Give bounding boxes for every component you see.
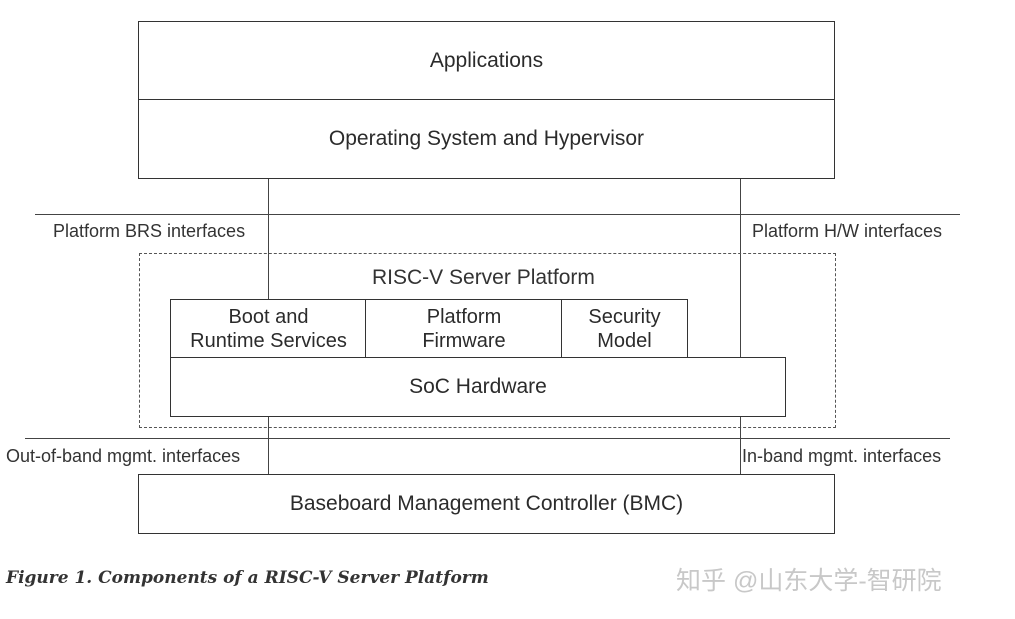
boot-line-2: Runtime Services [190, 330, 347, 352]
in-band-connector-line [740, 417, 741, 474]
soc-hardware-label: SoC Hardware [409, 375, 547, 399]
server-platform-boundary [139, 253, 836, 428]
boot-line-1: Boot and [228, 306, 309, 328]
server-platform-label: RISC-V Server Platform [372, 266, 595, 289]
out-of-band-connector-line [268, 417, 269, 474]
brs-connector-line [268, 179, 269, 300]
security-model-box: Security Model [561, 299, 688, 359]
os-hypervisor-box: Operating System and Hypervisor [138, 99, 835, 179]
watermark: 知乎 @山东大学-智研院 [676, 567, 942, 595]
bmc-label: Baseboard Management Controller (BMC) [289, 492, 684, 516]
firmware-line-2: Firmware [422, 330, 506, 352]
applications-box: Applications [138, 21, 835, 101]
out-of-band-interfaces-label: Out-of-band mgmt. interfaces [6, 446, 241, 466]
firmware-line-1: Platform [426, 306, 502, 328]
security-line-2: Model [597, 330, 652, 352]
figure-caption: Figure 1. Components of a RISC-V Server … [6, 568, 489, 588]
mgmt-interfaces-divider [25, 438, 950, 439]
platform-brs-interfaces-label: Platform BRS interfaces [53, 221, 246, 241]
bmc-box: Baseboard Management Controller (BMC) [138, 474, 835, 534]
security-line-1: Security [588, 306, 661, 328]
os-hypervisor-label: Operating System and Hypervisor [328, 127, 645, 151]
platform-hw-interfaces-label: Platform H/W interfaces [752, 221, 943, 241]
in-band-interfaces-label: In-band mgmt. interfaces [742, 446, 942, 466]
boot-runtime-services-box: Boot and Runtime Services [170, 299, 367, 359]
platform-firmware-box: Platform Firmware [365, 299, 563, 359]
hw-connector-line [740, 179, 741, 359]
applications-label: Applications [429, 49, 544, 73]
soc-hardware-box: SoC Hardware [170, 357, 786, 417]
platform-interfaces-divider [35, 214, 960, 215]
